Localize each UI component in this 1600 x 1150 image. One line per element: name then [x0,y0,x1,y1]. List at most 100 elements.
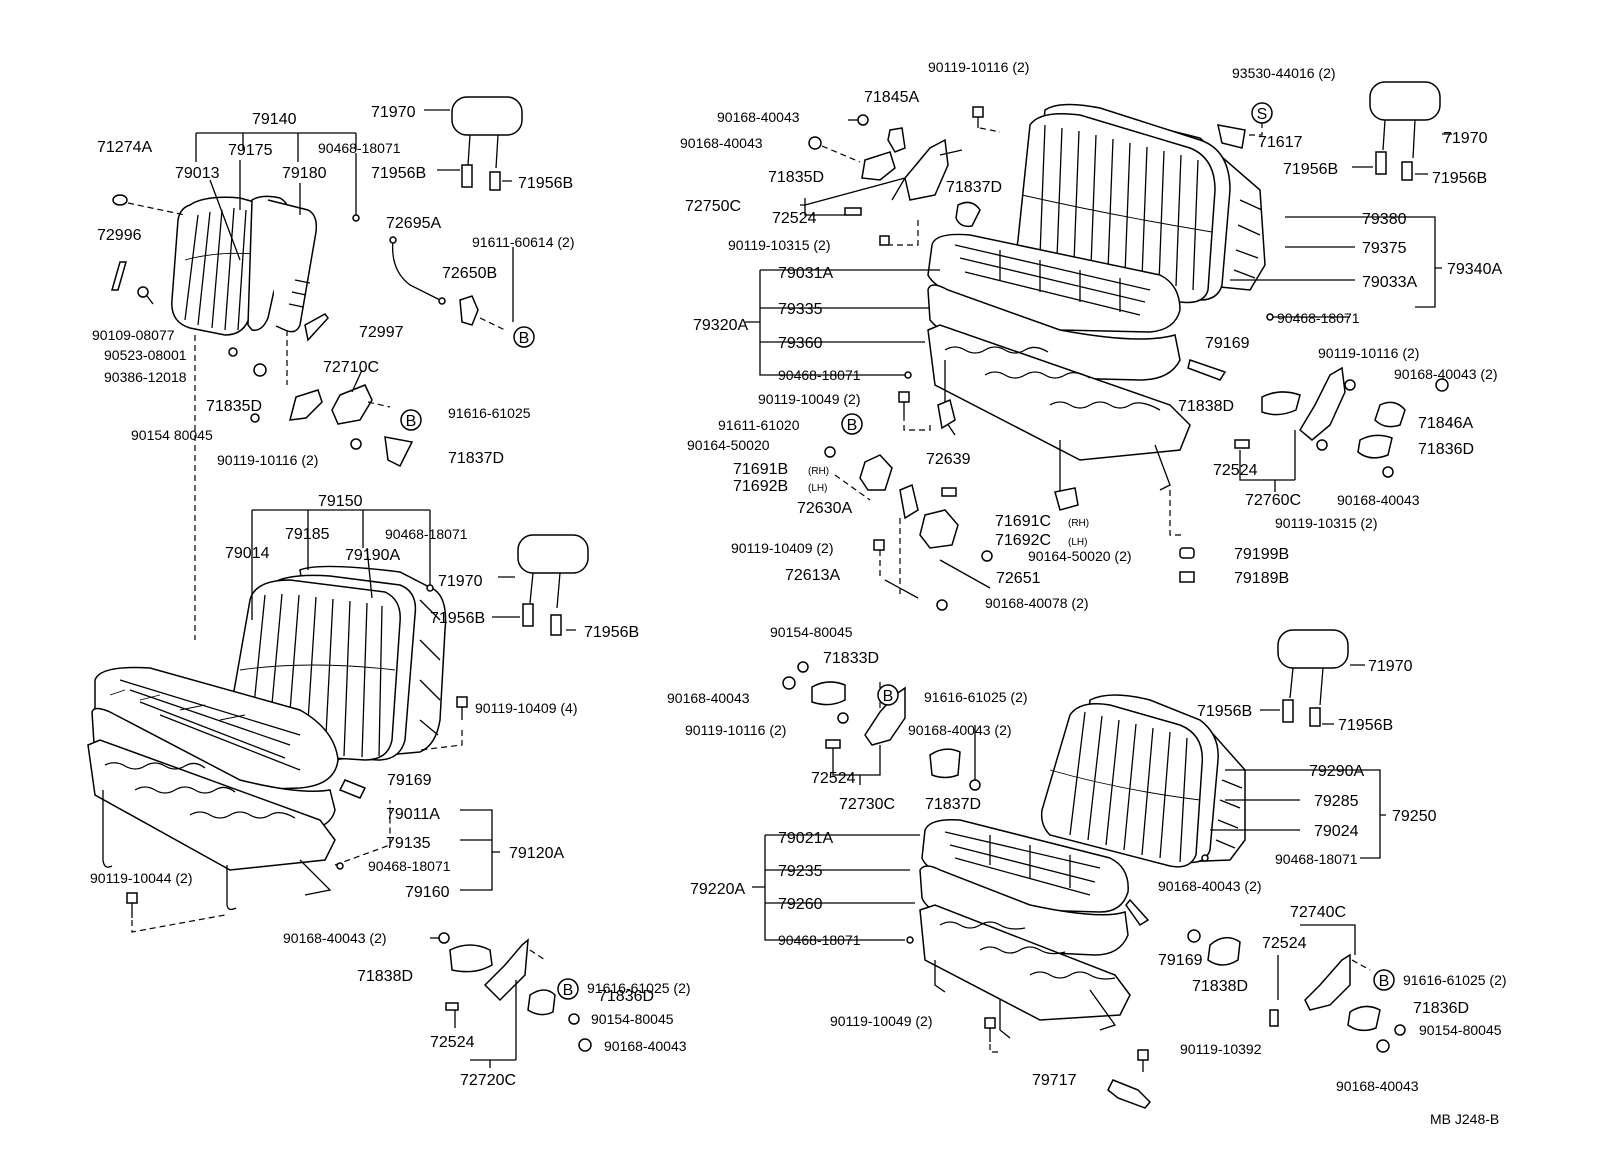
part-label: 90468-18071 [368,858,451,874]
part-label: 90119-10044 (2) [90,870,192,886]
part-label: 71833D [823,650,879,667]
part-label: 79120A [509,845,564,862]
bolt-90119-10049-m [898,391,910,415]
part-label: 79235 [778,863,823,880]
part-label: 90154-80045 [1419,1022,1502,1038]
headrest-guide-71956b-g [1282,699,1294,723]
part-label: 79011A [386,806,440,823]
bolt-90164-50020-b [981,550,993,562]
svg-text:B: B [563,982,574,999]
part-label: 71838D [357,968,413,985]
part-label: 72760C [1245,492,1301,509]
part-label: 71836D [1418,441,1474,458]
part-label: 79250 [1392,808,1437,825]
strap-72997 [304,313,329,342]
part-label: 90119-10049 (2) [830,1013,932,1029]
bolt-90119-10409 [456,696,468,720]
part-label: 79220A [690,881,745,898]
part-label: 72524 [1213,462,1258,479]
part-label: 71956B [584,624,639,641]
part-label: 79160 [405,884,450,901]
part-label: 72613A [785,567,840,584]
part-label: 90119-10116 (2) [217,452,318,468]
rear-seat-frame [919,904,1131,1021]
part-label: 72710C [323,359,379,376]
front-headrest-assembly [389,96,523,331]
hook-72996 [111,261,127,291]
callout-s-1: S [1251,102,1273,124]
part-label: 71692B [733,478,788,495]
cover-71846a [1374,401,1406,428]
bolt-90109-08077 [137,286,154,305]
part-label: 90168-40043 [717,109,800,125]
belt-guide-79169-m [1187,359,1227,381]
callout-b-2: B [400,409,422,431]
bolt-90119-10392 [1137,1049,1149,1072]
part-label: 90168-40078 (2) [985,595,1089,611]
part-label: 71970 [371,104,416,121]
latch-72630a [899,483,919,520]
part-label: 72695A [386,215,441,232]
part-label: 90119-10116 (2) [685,722,786,738]
part-label: 90468-18071 [1275,851,1358,867]
middle-seat-frame [927,324,1191,461]
cover-71838d-r [1207,936,1241,966]
hinge-72760c [1299,366,1346,441]
part-label: 90168-40043 [667,690,750,706]
part-label: 71970 [1443,130,1488,147]
cover-71838d-m [1261,391,1301,416]
part-label: 71956B [1338,717,1393,734]
hinge-72740c [1304,953,1351,1011]
part-label: 90119-10315 (2) [728,237,830,253]
part-label: 90523-08001 [104,347,187,363]
part-label: 91616-61025 (2) [924,689,1028,705]
headrest-71970-3 [1369,81,1441,121]
part-label: 71835D [768,169,824,186]
release-cable-72695a [391,239,441,301]
callout-b-5: B [877,684,899,706]
bolt-90168-40043-r4 [1376,1039,1390,1053]
part-label: 90468-18071 [318,140,401,156]
headrest-guide-71956b-f [1401,161,1413,181]
rod-72651 [939,559,991,589]
part-label: 90164-50020 (2) [1028,548,1132,564]
part-label: 71835D [206,398,262,415]
nut-90386-12018 [253,363,267,377]
part-label: 79189B [1234,570,1289,587]
bolt-90164-50020-a [824,446,836,458]
cover-71845a [887,127,906,153]
bench-seat-frame [87,739,336,871]
lever-72650b [459,295,479,326]
part-label: 79031A [778,265,833,282]
part-label: 79024 [1314,823,1359,840]
part-label: 72524 [811,770,856,787]
part-label: 90168-40043 [1337,492,1420,508]
part-label: 79199B [1234,546,1289,563]
front-seat-back-assembly [111,132,414,468]
headrest-71970 [451,96,523,136]
lock-cover-71691b [859,454,893,491]
bolt-90168-40043-m3 [1435,378,1449,392]
cover-71836d-left [527,989,556,1016]
labels-right-top: 90119-10116 (2) 71845A 90168-40043 90168… [680,59,1502,611]
part-label: 72750C [685,198,741,215]
part-label: 71692C [995,532,1051,549]
svg-text:B: B [406,413,417,430]
part-label: 79190A [345,547,400,564]
part-label: 90154 80045 [131,427,213,443]
part-label: 71956B [430,610,485,627]
part-label: 71274A [97,139,152,156]
part-label: 90468-18071 [778,932,861,948]
svg-text:S: S [1257,106,1268,123]
part-label: 90119-10409 (2) [731,540,833,556]
part-label: 90168-40043 (2) [908,722,1012,738]
part-label: 79360 [778,335,823,352]
part-label: 71956B [371,165,426,182]
part-label: 72740C [1290,904,1346,921]
bolt-90154-80045-l [568,1013,580,1025]
part-label: 72997 [359,324,404,341]
part-label: 79290A [1309,763,1364,780]
pin-72524-m [844,207,862,216]
part-label: (LH) [808,483,827,494]
